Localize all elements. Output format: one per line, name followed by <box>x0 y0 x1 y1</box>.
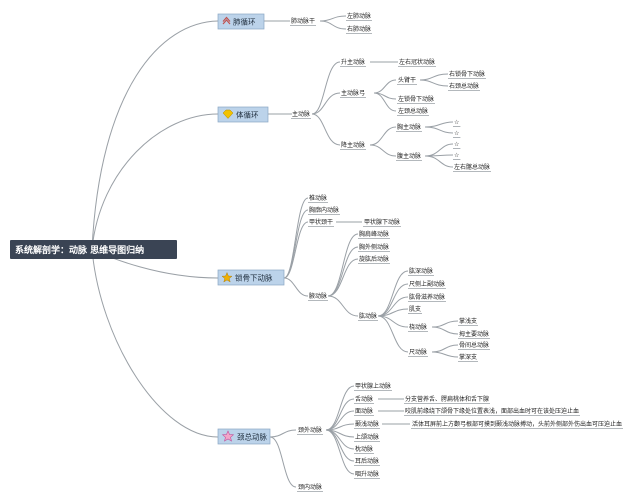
thoracic-aorta: 胸主动脉 <box>397 123 421 131</box>
thoracic-child-2: ☆ <box>454 130 459 137</box>
pulmonary-trunk: 肺动脉干 <box>291 17 315 25</box>
star-icon <box>221 271 233 283</box>
deep-palmar-branch: 掌深支 <box>459 353 477 361</box>
edge-root-pulmonary <box>91 20 219 250</box>
ulnar-artery: 尺动脉 <box>409 348 427 356</box>
diamond-icon <box>222 109 234 119</box>
deep-brachial-artery: 肱深动脉 <box>409 267 433 275</box>
branch-label: 颈总动脉 <box>237 432 267 442</box>
inferior-thyroid-artery: 甲状腺下动脉 <box>364 218 400 226</box>
superficial-palmar-branch: 掌浅支 <box>459 317 477 325</box>
internal-carotid-artery: 颈内动脉 <box>298 483 322 491</box>
right-subclavian-artery: 右锁骨下动脉 <box>449 70 485 78</box>
branch-subclavian[interactable]: 锁骨下动脉 <box>217 269 285 286</box>
right-pulmonary-artery: 右肺动脉 <box>347 25 371 33</box>
branch-label: 锁骨下动脉 <box>235 273 273 283</box>
common-iliac-arteries: 左右髂总动脉 <box>454 163 490 171</box>
lingual-artery: 舌动脉 <box>355 395 373 403</box>
note-facial: 咬肌前缘绕下颌骨下缘处位置表浅，面部出血时可在该处压迫止血 <box>405 407 579 415</box>
ascending-pharyngeal-artery: 咽升动脉 <box>355 470 379 478</box>
branch-label: 肺循环 <box>233 17 256 27</box>
humeral-nutrient-artery: 肱骨滋养动脉 <box>409 293 445 301</box>
thoracoacromial-artery: 胸肩峰动脉 <box>359 230 389 238</box>
ascending-aorta: 升主动脉 <box>341 58 365 66</box>
superficial-temporal-artery: 颞浅动脉 <box>355 420 379 428</box>
abdominal-aorta: 腹主动脉 <box>397 152 421 160</box>
superior-thyroid-artery: 甲状腺上动脉 <box>355 382 391 390</box>
edge-root-carotid <box>91 248 219 438</box>
maxillary-artery: 上颌动脉 <box>355 433 379 441</box>
facial-artery: 面动脉 <box>355 407 373 415</box>
branch-pulmonary[interactable]: 肺循环 <box>217 13 265 30</box>
note-lingual: 分支营养舌、腭扁桃体和舌下腺 <box>405 395 489 403</box>
left-pulmonary-artery: 左肺动脉 <box>347 12 371 20</box>
edge-root-systemic <box>91 113 219 250</box>
branch-carotid[interactable]: 颈总动脉 <box>217 428 271 445</box>
connector-lines <box>91 15 459 488</box>
left-common-carotid: 左颈总动脉 <box>398 107 428 115</box>
branch-label: 体循环 <box>236 110 259 120</box>
aorta: 主动脉 <box>292 110 310 118</box>
abdominal-child-1: ☆ <box>454 141 459 148</box>
posterior-auricular-artery: 耳后动脉 <box>355 457 379 465</box>
brachial-artery: 肱动脉 <box>359 312 377 320</box>
abdominal-child-2: ☆ <box>454 152 459 159</box>
root-title: 系统解剖学：动脉 思维导图归纳 <box>15 244 144 256</box>
posterior-circumflex-humeral: 旋肱后动脉 <box>359 255 389 263</box>
left-subclavian-artery: 左锁骨下动脉 <box>398 95 434 103</box>
root-node-box <box>10 240 177 259</box>
radial-artery: 桡动脉 <box>409 323 427 331</box>
flower-icon <box>221 430 235 442</box>
occipital-artery: 枕动脉 <box>355 445 373 453</box>
muscular-branches: 肌支 <box>409 305 421 313</box>
note-temporal: 活体耳屏前上方颧弓根部可摸到颞浅动脉搏动，头前外侧部外伤出血可压迫止血 <box>412 420 622 428</box>
coronary-arteries: 左右冠状动脉 <box>399 58 435 66</box>
internal-thoracic-artery: 胸廓内动脉 <box>309 206 339 214</box>
superior-ulnar-collateral: 尺侧上副动脉 <box>409 280 445 288</box>
right-common-carotid: 右颈总动脉 <box>449 82 479 90</box>
common-interosseous-artery: 骨间总动脉 <box>459 341 489 349</box>
brachiocephalic-trunk: 头臂干 <box>398 76 416 84</box>
aortic-arch: 主动脉弓 <box>341 89 365 97</box>
chevrons-icon <box>222 16 231 25</box>
branch-systemic[interactable]: 体循环 <box>217 106 269 123</box>
princeps-pollicis-artery: 拇主要动脉 <box>459 330 489 338</box>
thoracic-child-1: ☆ <box>454 119 459 126</box>
descending-aorta: 降主动脉 <box>341 141 365 149</box>
lateral-thoracic-artery: 胸外侧动脉 <box>359 243 389 251</box>
external-carotid-artery: 颈外动脉 <box>298 426 322 434</box>
axillary-artery: 腋动脉 <box>309 292 327 300</box>
thyrocervical-trunk: 甲状颈干 <box>309 218 333 226</box>
vertebral-artery: 椎动脉 <box>309 194 327 202</box>
